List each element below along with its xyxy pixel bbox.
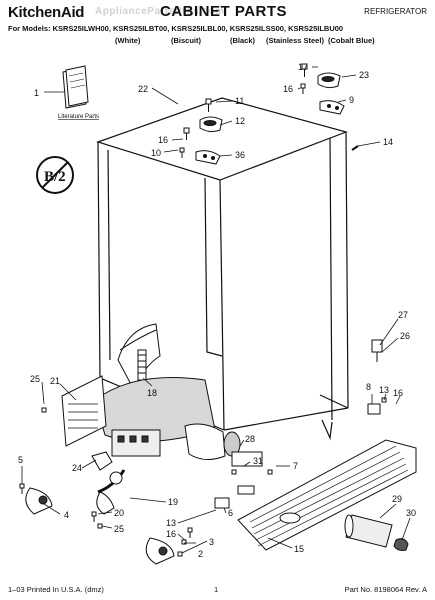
literature-booklet xyxy=(44,65,89,109)
callout-16-a: 16 xyxy=(158,135,168,145)
model-list: For Models: KSRS25ILWH00, KSRS25ILBT00, … xyxy=(8,24,344,33)
callout-7: 7 xyxy=(293,461,298,471)
callout-4: 4 xyxy=(64,510,69,520)
filter-cartridge xyxy=(344,514,409,551)
b2-badge: B/2 xyxy=(36,156,74,194)
callout-1: 1 xyxy=(34,88,39,98)
callout-12: 12 xyxy=(235,116,245,126)
callout-13-a: 13 xyxy=(379,385,389,395)
top-hinge-right xyxy=(317,72,345,115)
color-cobalt: (Cobalt Blue) xyxy=(328,36,375,45)
watermark: AppliancePartsPros.com xyxy=(95,6,225,17)
appliance-category: REFRIGERATOR xyxy=(364,7,427,16)
callout-24: 24 xyxy=(72,463,82,473)
callout-25-b: 25 xyxy=(114,524,124,534)
callout-16-d: 16 xyxy=(166,529,176,539)
callout-23: 23 xyxy=(359,70,369,80)
callout-numbers: 1 22 11 12 16 10 36 17 16 23 9 14 27 26 … xyxy=(18,62,416,559)
color-stainless: (Stainless Steel) xyxy=(266,36,324,45)
color-black: (Black) xyxy=(230,36,256,45)
callout-29: 29 xyxy=(392,494,402,504)
callout-15: 15 xyxy=(294,544,304,554)
callout-27: 27 xyxy=(398,310,408,320)
callout-9: 9 xyxy=(349,95,354,105)
callout-3: 3 xyxy=(209,537,214,547)
callout-18: 18 xyxy=(147,388,157,398)
callout-10: 10 xyxy=(151,148,161,158)
callout-20: 20 xyxy=(114,508,124,518)
badge-text: B/2 xyxy=(44,169,66,185)
machine-compartment xyxy=(25,323,263,565)
callout-22: 22 xyxy=(138,84,148,94)
callout-6: 6 xyxy=(228,508,233,518)
footer-part-number: Part No. 8198064 Rev. A xyxy=(344,585,427,594)
toe-grille xyxy=(237,439,417,551)
callout-2: 2 xyxy=(198,549,203,559)
page-title: CABINET PARTS xyxy=(160,3,288,20)
brand-logo: KitchenAid xyxy=(8,4,85,21)
top-hinge-left xyxy=(195,116,223,165)
callout-8: 8 xyxy=(366,382,371,392)
callout-19: 19 xyxy=(168,497,178,507)
cabinet-shell xyxy=(96,97,349,441)
callout-5-a: 5 xyxy=(18,455,23,465)
callout-28: 28 xyxy=(245,434,255,444)
callout-25-a: 25 xyxy=(30,374,40,384)
color-white: (White) xyxy=(115,36,141,45)
callout-leaders xyxy=(21,66,411,554)
callout-30: 30 xyxy=(406,508,416,518)
footer-print-info: 1–03 Printed In U.S.A. (dmz) xyxy=(8,585,104,594)
color-biscuit: (Biscuit) xyxy=(171,36,201,45)
callout-21: 21 xyxy=(50,376,60,386)
callout-13-b: 13 xyxy=(166,518,176,528)
callout-17: 17 xyxy=(298,62,308,72)
footer-page-number: 1 xyxy=(214,585,219,594)
callout-14: 14 xyxy=(383,137,393,147)
callout-31: 31 xyxy=(253,456,263,466)
literature-label: Literature Parts xyxy=(58,114,99,120)
callout-36: 36 xyxy=(235,150,245,160)
callout-16-c: 16 xyxy=(393,388,403,398)
top-screws xyxy=(179,63,359,158)
callout-26: 26 xyxy=(400,331,410,341)
callout-16-b: 16 xyxy=(283,84,293,94)
callout-11: 11 xyxy=(235,96,244,106)
